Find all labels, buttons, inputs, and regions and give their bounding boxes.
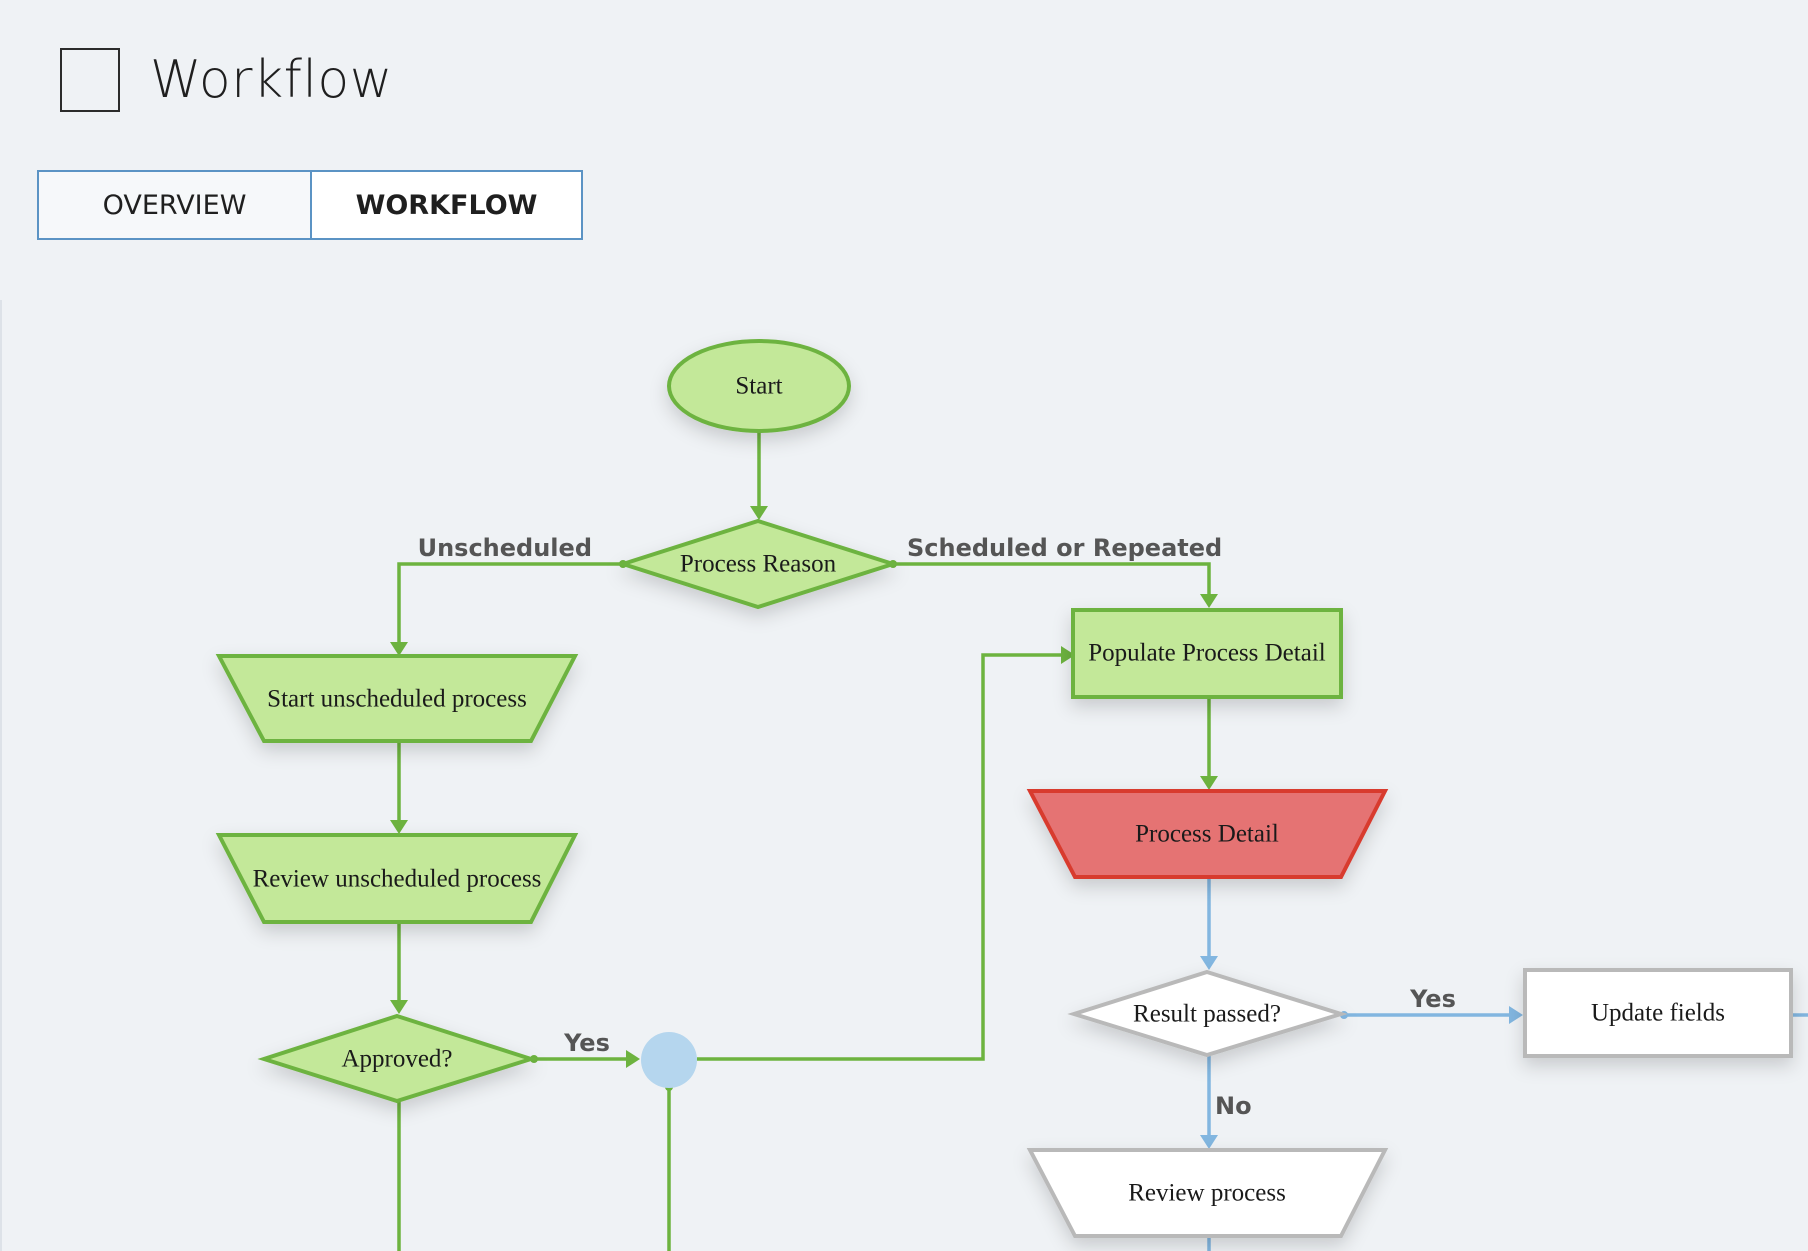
node-review-process[interactable]: Review process bbox=[1026, 1148, 1389, 1238]
arrowhead bbox=[626, 1050, 640, 1068]
arrowhead bbox=[1200, 776, 1218, 790]
arrowhead bbox=[1509, 1006, 1523, 1024]
arrowhead bbox=[390, 1000, 408, 1014]
arrowhead bbox=[1200, 956, 1218, 970]
node-process-reason-shape bbox=[616, 518, 900, 610]
tab-bar: OVERVIEW WORKFLOW bbox=[37, 170, 583, 240]
edge-label-result-no: No bbox=[1215, 1092, 1252, 1120]
junction-circle bbox=[641, 1032, 697, 1088]
tab-workflow[interactable]: WORKFLOW bbox=[310, 172, 581, 238]
node-start-shape bbox=[667, 339, 851, 433]
node-process-detail-shape bbox=[1026, 789, 1389, 879]
node-review-unscheduled-label: Review unscheduled process bbox=[253, 866, 542, 893]
node-start-unscheduled[interactable]: Start unscheduled process bbox=[215, 654, 579, 743]
node-update-fields-label: Update fields bbox=[1591, 1000, 1725, 1027]
arrowhead bbox=[750, 506, 768, 520]
edge-labels: Unscheduled Scheduled or Repeated Yes Ye… bbox=[418, 534, 1456, 1120]
arrowhead bbox=[1200, 594, 1218, 608]
edge-label-result-yes: Yes bbox=[1409, 985, 1456, 1013]
node-review-process-label: Review process bbox=[1128, 1180, 1286, 1207]
arrowhead bbox=[1061, 646, 1075, 664]
node-update-fields-shape bbox=[1523, 968, 1793, 1058]
node-start-unscheduled-label: Start unscheduled process bbox=[267, 686, 527, 713]
page-title: Workflow bbox=[150, 50, 393, 110]
node-review-process-shape bbox=[1026, 1148, 1389, 1238]
node-junction[interactable] bbox=[641, 1032, 697, 1088]
arrowhead bbox=[1200, 1135, 1218, 1149]
node-update-fields[interactable]: Update fields bbox=[1523, 968, 1793, 1058]
node-result-passed-label: Result passed? bbox=[1133, 1001, 1281, 1028]
node-approved-label: Approved? bbox=[341, 1046, 452, 1073]
node-populate-detail-shape bbox=[1071, 608, 1343, 699]
page-header: Workflow bbox=[60, 44, 393, 116]
node-result-passed-shape bbox=[1067, 969, 1348, 1058]
node-review-unscheduled-shape bbox=[215, 833, 579, 924]
checkbox-square-icon bbox=[60, 48, 120, 112]
arrowhead bbox=[390, 642, 408, 656]
edge-reason-to-unscheduled bbox=[397, 562, 623, 644]
edges bbox=[390, 430, 1808, 1251]
edge-label-scheduled: Scheduled or Repeated bbox=[907, 534, 1222, 562]
node-start[interactable]: Start bbox=[667, 339, 851, 433]
node-start-label: Start bbox=[735, 373, 782, 400]
node-process-detail[interactable]: Process Detail bbox=[1026, 789, 1389, 879]
node-review-unscheduled[interactable]: Review unscheduled process bbox=[215, 833, 579, 924]
nodes: Start Process Reason Start unscheduled p… bbox=[215, 339, 1793, 1238]
node-start-unscheduled-shape bbox=[215, 654, 579, 743]
arrowhead bbox=[390, 820, 408, 834]
node-populate-detail[interactable]: Populate Process Detail bbox=[1071, 608, 1343, 699]
edge-reason-to-populate bbox=[893, 562, 1211, 596]
edge-label-unscheduled: Unscheduled bbox=[418, 534, 592, 562]
node-result-passed[interactable]: Result passed? bbox=[1067, 969, 1348, 1058]
node-populate-detail-label: Populate Process Detail bbox=[1088, 640, 1326, 667]
node-process-detail-label: Process Detail bbox=[1135, 821, 1279, 848]
node-process-reason[interactable]: Process Reason bbox=[616, 518, 900, 610]
tab-overview[interactable]: OVERVIEW bbox=[102, 189, 247, 221]
canvas-border bbox=[0, 300, 2, 1251]
edge-junction-to-populate bbox=[697, 653, 1063, 1061]
node-approved-shape bbox=[257, 1013, 538, 1104]
node-approved[interactable]: Approved? bbox=[257, 1013, 538, 1104]
edge-label-approved-yes: Yes bbox=[563, 1029, 610, 1057]
node-process-reason-label: Process Reason bbox=[680, 551, 837, 578]
